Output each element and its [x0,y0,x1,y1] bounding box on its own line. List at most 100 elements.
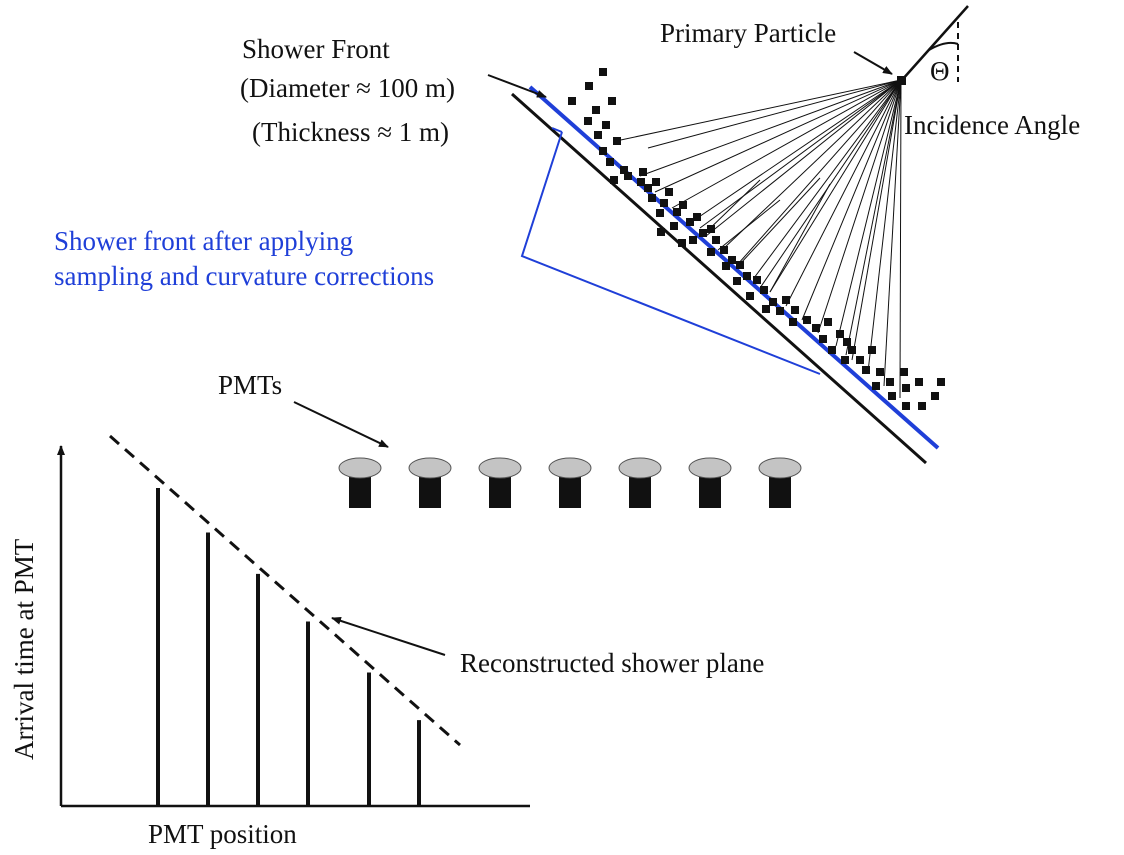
pmt-window [548,457,592,479]
secondary-particle-track [671,79,902,209]
secondary-particle-track [654,79,902,193]
shower-particle [876,368,884,376]
shower-particle [743,272,751,280]
pmt-window [688,457,732,479]
shower-particle [670,222,678,230]
secondary-particle-track [817,79,902,334]
shower-particle [699,229,707,237]
incidence-angle-arc [928,41,959,51]
pmt [338,457,382,508]
shower-particle [613,137,621,145]
shower-particle [678,239,686,247]
shower-particle [679,201,687,209]
secondary-particle-track [699,79,902,229]
theta-label: Θ [930,56,950,86]
pmt-array [338,457,802,508]
shower-particle [918,402,926,410]
shower-thickness-label: (Thickness ≈ 1 m) [252,117,449,147]
shower-particle [782,296,790,304]
corrected-front-pointer-tip [551,127,563,133]
arrival-time-bars [156,488,421,806]
pmt-window [338,457,382,479]
secondary-particle-track [615,79,902,142]
shower-front-plane [511,92,927,465]
pmt-body [349,472,371,508]
shower-particle [900,368,908,376]
shower-particle [762,305,770,313]
shower-particle [868,346,876,354]
shower-particle [872,382,880,390]
shower-particle [602,121,610,129]
shower-particle [610,176,618,184]
shower-particle [746,292,754,300]
air-shower [511,5,969,465]
secondary-particle-track [753,79,902,279]
secondary-particle-track [769,183,831,293]
shower-particle [760,286,768,294]
shower-particle [689,236,697,244]
pmt-body [419,472,441,508]
shower-front-arrow [487,74,547,98]
shower-particle [791,306,799,314]
pmt [688,457,732,508]
shower-particle [769,298,777,306]
shower-particle [606,158,614,166]
secondary-particle-track [835,79,902,347]
shower-particle [937,378,945,386]
shower-particle [637,178,645,186]
shower-particle [652,178,660,186]
shower-particle [686,218,694,226]
pmt [478,457,522,508]
shower-particle [828,346,836,354]
shower-particle [599,147,607,155]
pmt-body [559,472,581,508]
shower-particle [886,378,894,386]
secondary-particle-track [769,79,902,293]
shower-particles [568,68,945,410]
shower-particle [707,248,715,256]
shower-particle [824,318,832,326]
shower-particle [592,106,600,114]
secondary-particle-track [689,79,902,224]
shower-particle [888,392,896,400]
shower-particle [819,335,827,343]
pmt [548,457,592,508]
corrected-front-label-line1: Shower front after applying [54,226,353,256]
shower-particle [707,225,715,233]
shower-particle [776,307,784,315]
secondary-particle-track [737,79,902,265]
shower-particle [599,68,607,76]
pmt-window [618,457,662,479]
shower-particle [660,199,668,207]
secondary-particle-tracks [615,79,902,399]
secondary-particle-track [717,199,781,251]
shower-particle [584,117,592,125]
shower-particle [673,208,681,216]
shower-particle [836,330,844,338]
secondary-particle-track [883,79,902,387]
x-axis-label: PMT position [148,819,297,849]
pmt [618,457,662,508]
pmt-body [699,472,721,508]
shower-particle [789,318,797,326]
secondary-particle-track [801,79,902,321]
shower-front-label: Shower Front [242,34,390,64]
pmt-window [478,457,522,479]
primary-particle [897,76,906,85]
pmts-label: PMTs [218,370,282,400]
corrected-front-label-line2: sampling and curvature corrections [54,261,434,291]
reconstructed-plane-label: Reconstructed shower plane [460,648,764,678]
secondary-particle-track [899,79,902,399]
secondary-particle-track [851,79,902,361]
shower-particle [712,236,720,244]
shower-particle [693,213,701,221]
shower-particle [931,392,939,400]
shower-particle [902,402,910,410]
shower-particle [812,324,820,332]
shower-particle [848,346,856,354]
pmt-window [758,457,802,479]
shower-particle [736,261,744,269]
shower-particle [656,209,664,217]
shower-particle [728,256,736,264]
